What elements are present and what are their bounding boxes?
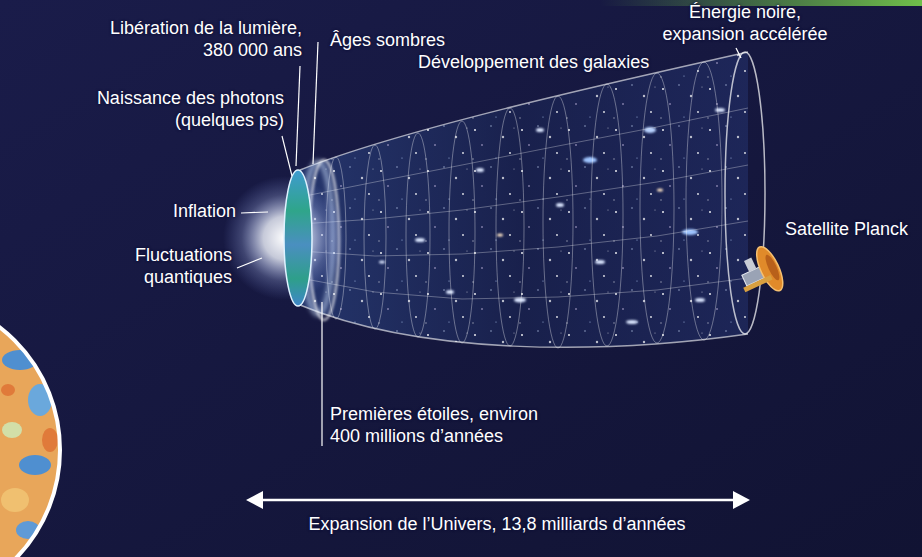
satellite-mast [744, 257, 756, 271]
cmb-spot [19, 455, 51, 475]
galaxies [379, 108, 725, 324]
leader-line [237, 258, 262, 268]
cmb-map-rim [0, 295, 60, 557]
instrument-label: Satellite Planck [785, 219, 908, 241]
leader-line [241, 212, 268, 213]
grid-line [300, 278, 748, 299]
epoch-label: Âges sombres [330, 30, 445, 52]
leader-line [321, 302, 322, 446]
leader-line [313, 42, 318, 164]
stars [290, 40, 760, 360]
grid-line [300, 108, 748, 197]
cmb-spot [1, 384, 15, 396]
grid-ring [449, 121, 475, 343]
leader-line [736, 48, 741, 58]
arrow-head [246, 491, 263, 509]
galaxy [476, 168, 484, 172]
galaxy [657, 189, 663, 192]
galaxy [626, 320, 638, 324]
epoch-label: Développement des galaxies [418, 52, 649, 74]
grid-ring [640, 73, 674, 343]
leader-line [296, 66, 300, 166]
galaxy [415, 238, 425, 242]
grid-lines [300, 108, 748, 299]
galaxy [715, 108, 725, 112]
leader-line [282, 136, 292, 176]
cmb-surface [284, 170, 312, 306]
grid-ring [591, 84, 623, 346]
satellite-shield [743, 275, 772, 292]
cmb-spot [1, 488, 29, 512]
grid-rings [326, 62, 722, 348]
galaxy [695, 298, 705, 302]
planck-satellite [731, 243, 788, 304]
epoch-label: Énergie noire, expansion accélérée [655, 2, 835, 45]
epoch-label: Libération de la lumière, 380 000 ans [92, 18, 302, 61]
funnel-edge [300, 305, 748, 347]
grid-ring [686, 62, 722, 340]
grid-ring [364, 145, 386, 329]
epoch-label: Naissance des photons (quelques ps) [69, 88, 284, 131]
grid-ring [543, 96, 573, 348]
cmb-spot [42, 428, 58, 452]
star-field [290, 40, 760, 360]
galaxy [379, 261, 385, 264]
grid-line [300, 165, 748, 224]
galaxy [497, 234, 503, 237]
galaxy [595, 260, 605, 264]
galaxy [583, 157, 597, 163]
funnel-mouth [725, 52, 765, 334]
axis-line [258, 499, 738, 502]
epoch-label: Premières étoiles, environ 400 millions … [330, 404, 555, 447]
arrow-head [733, 491, 750, 509]
cmb-spot [2, 422, 22, 438]
time-axis [246, 491, 750, 509]
axis-label: Expansion de l’Univers, 13,8 milliards d… [308, 514, 685, 536]
epoch-label: Inflation [173, 201, 236, 223]
leader-lines [237, 42, 741, 446]
galaxy [556, 203, 564, 207]
galaxy [536, 128, 544, 132]
grid-ring [406, 133, 430, 337]
epoch-label: Fluctuations quantiques [112, 245, 232, 288]
galaxy [446, 290, 454, 294]
grid-line [300, 221, 748, 256]
grid-ring [496, 108, 524, 346]
funnel-edge [300, 52, 748, 170]
